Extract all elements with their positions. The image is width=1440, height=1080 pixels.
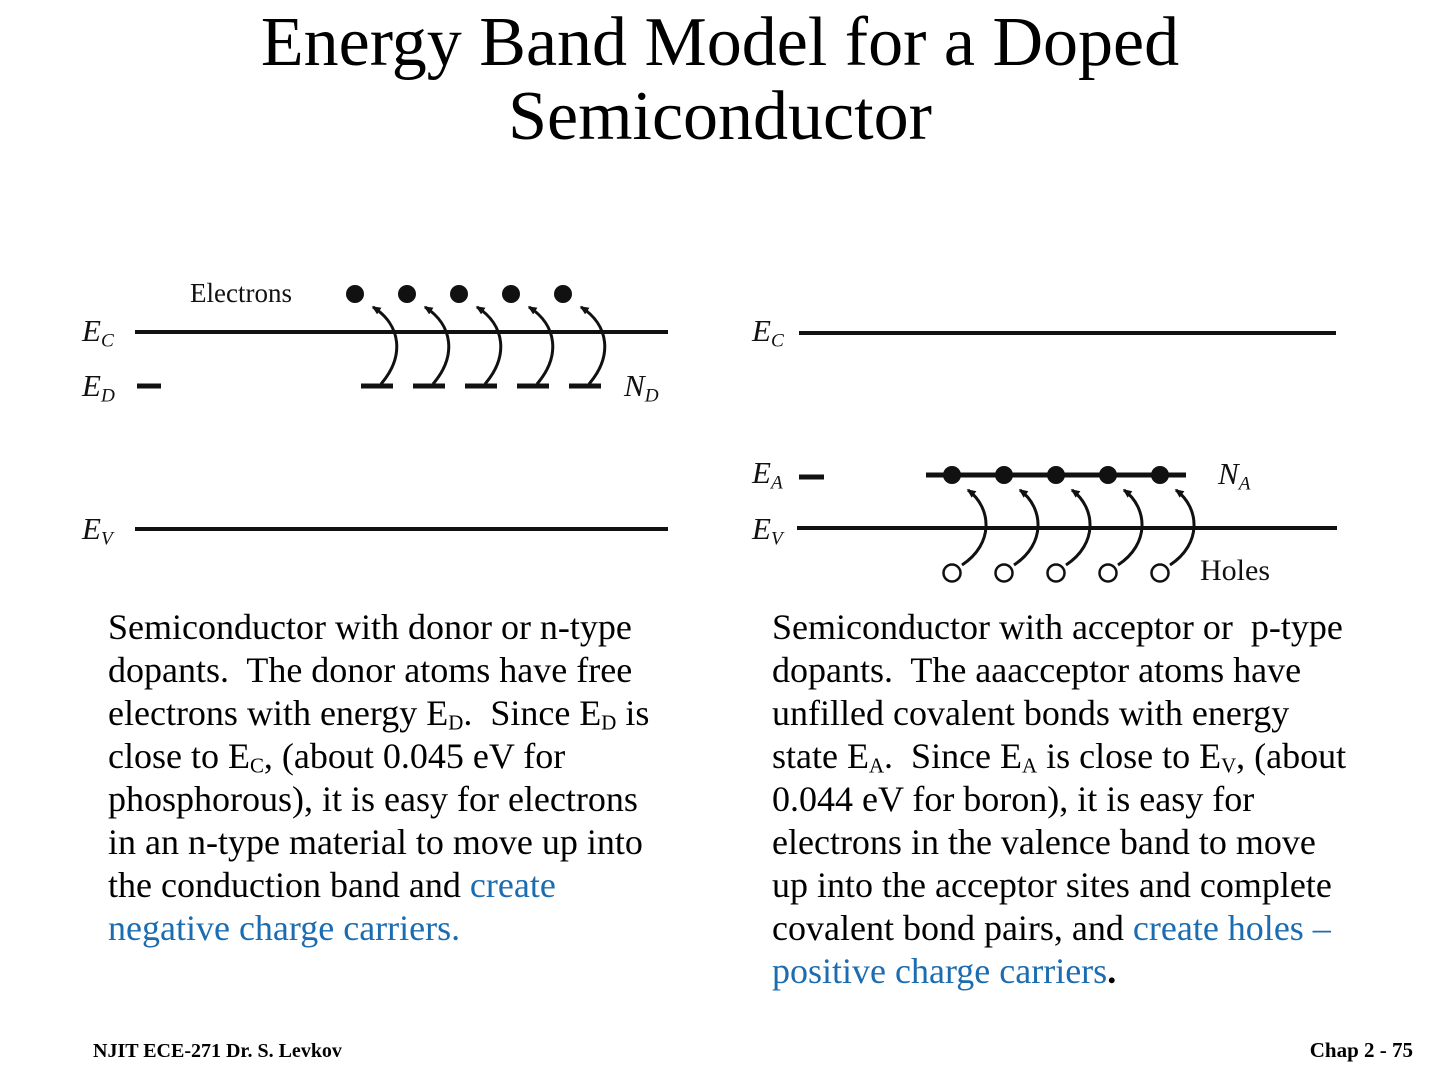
electron-dots (346, 285, 572, 303)
filled-acceptor-dots (943, 466, 1169, 484)
footer-course-label: NJIT ECE-271 Dr. S. Levkov (93, 1040, 342, 1062)
hole-circles (942, 563, 1170, 583)
ed-label: ED (82, 368, 115, 407)
ev-label-right: EV (752, 511, 783, 550)
ev-label-left: EV (82, 511, 113, 550)
footer-page-number: Chap 2 - 75 (1309, 1038, 1413, 1062)
p-type-diagram (797, 331, 1337, 583)
n-type-diagram (135, 285, 668, 531)
n-type-paragraph: Semiconductor with donor or n-type dopan… (108, 607, 650, 948)
hole-transition-arrows (961, 488, 1196, 567)
title-line-1: Energy Band Model for a Doped (260, 4, 1180, 81)
ec-label-left: EC (82, 313, 114, 352)
p-type-paragraph: Semiconductor with acceptor or p-type do… (772, 607, 1347, 991)
nd-label: ND (624, 368, 659, 407)
donor-ionization-arrows (371, 305, 607, 385)
ec-label-right: EC (752, 313, 784, 352)
title-line-2: Semiconductor (508, 78, 932, 155)
electrons-label: Electrons (190, 278, 292, 308)
holes-label: Holes (1200, 554, 1270, 587)
page-title: Energy Band Model for a Doped Semiconduc… (0, 6, 1440, 154)
na-label: NA (1218, 456, 1251, 495)
ea-label: EA (752, 455, 783, 494)
